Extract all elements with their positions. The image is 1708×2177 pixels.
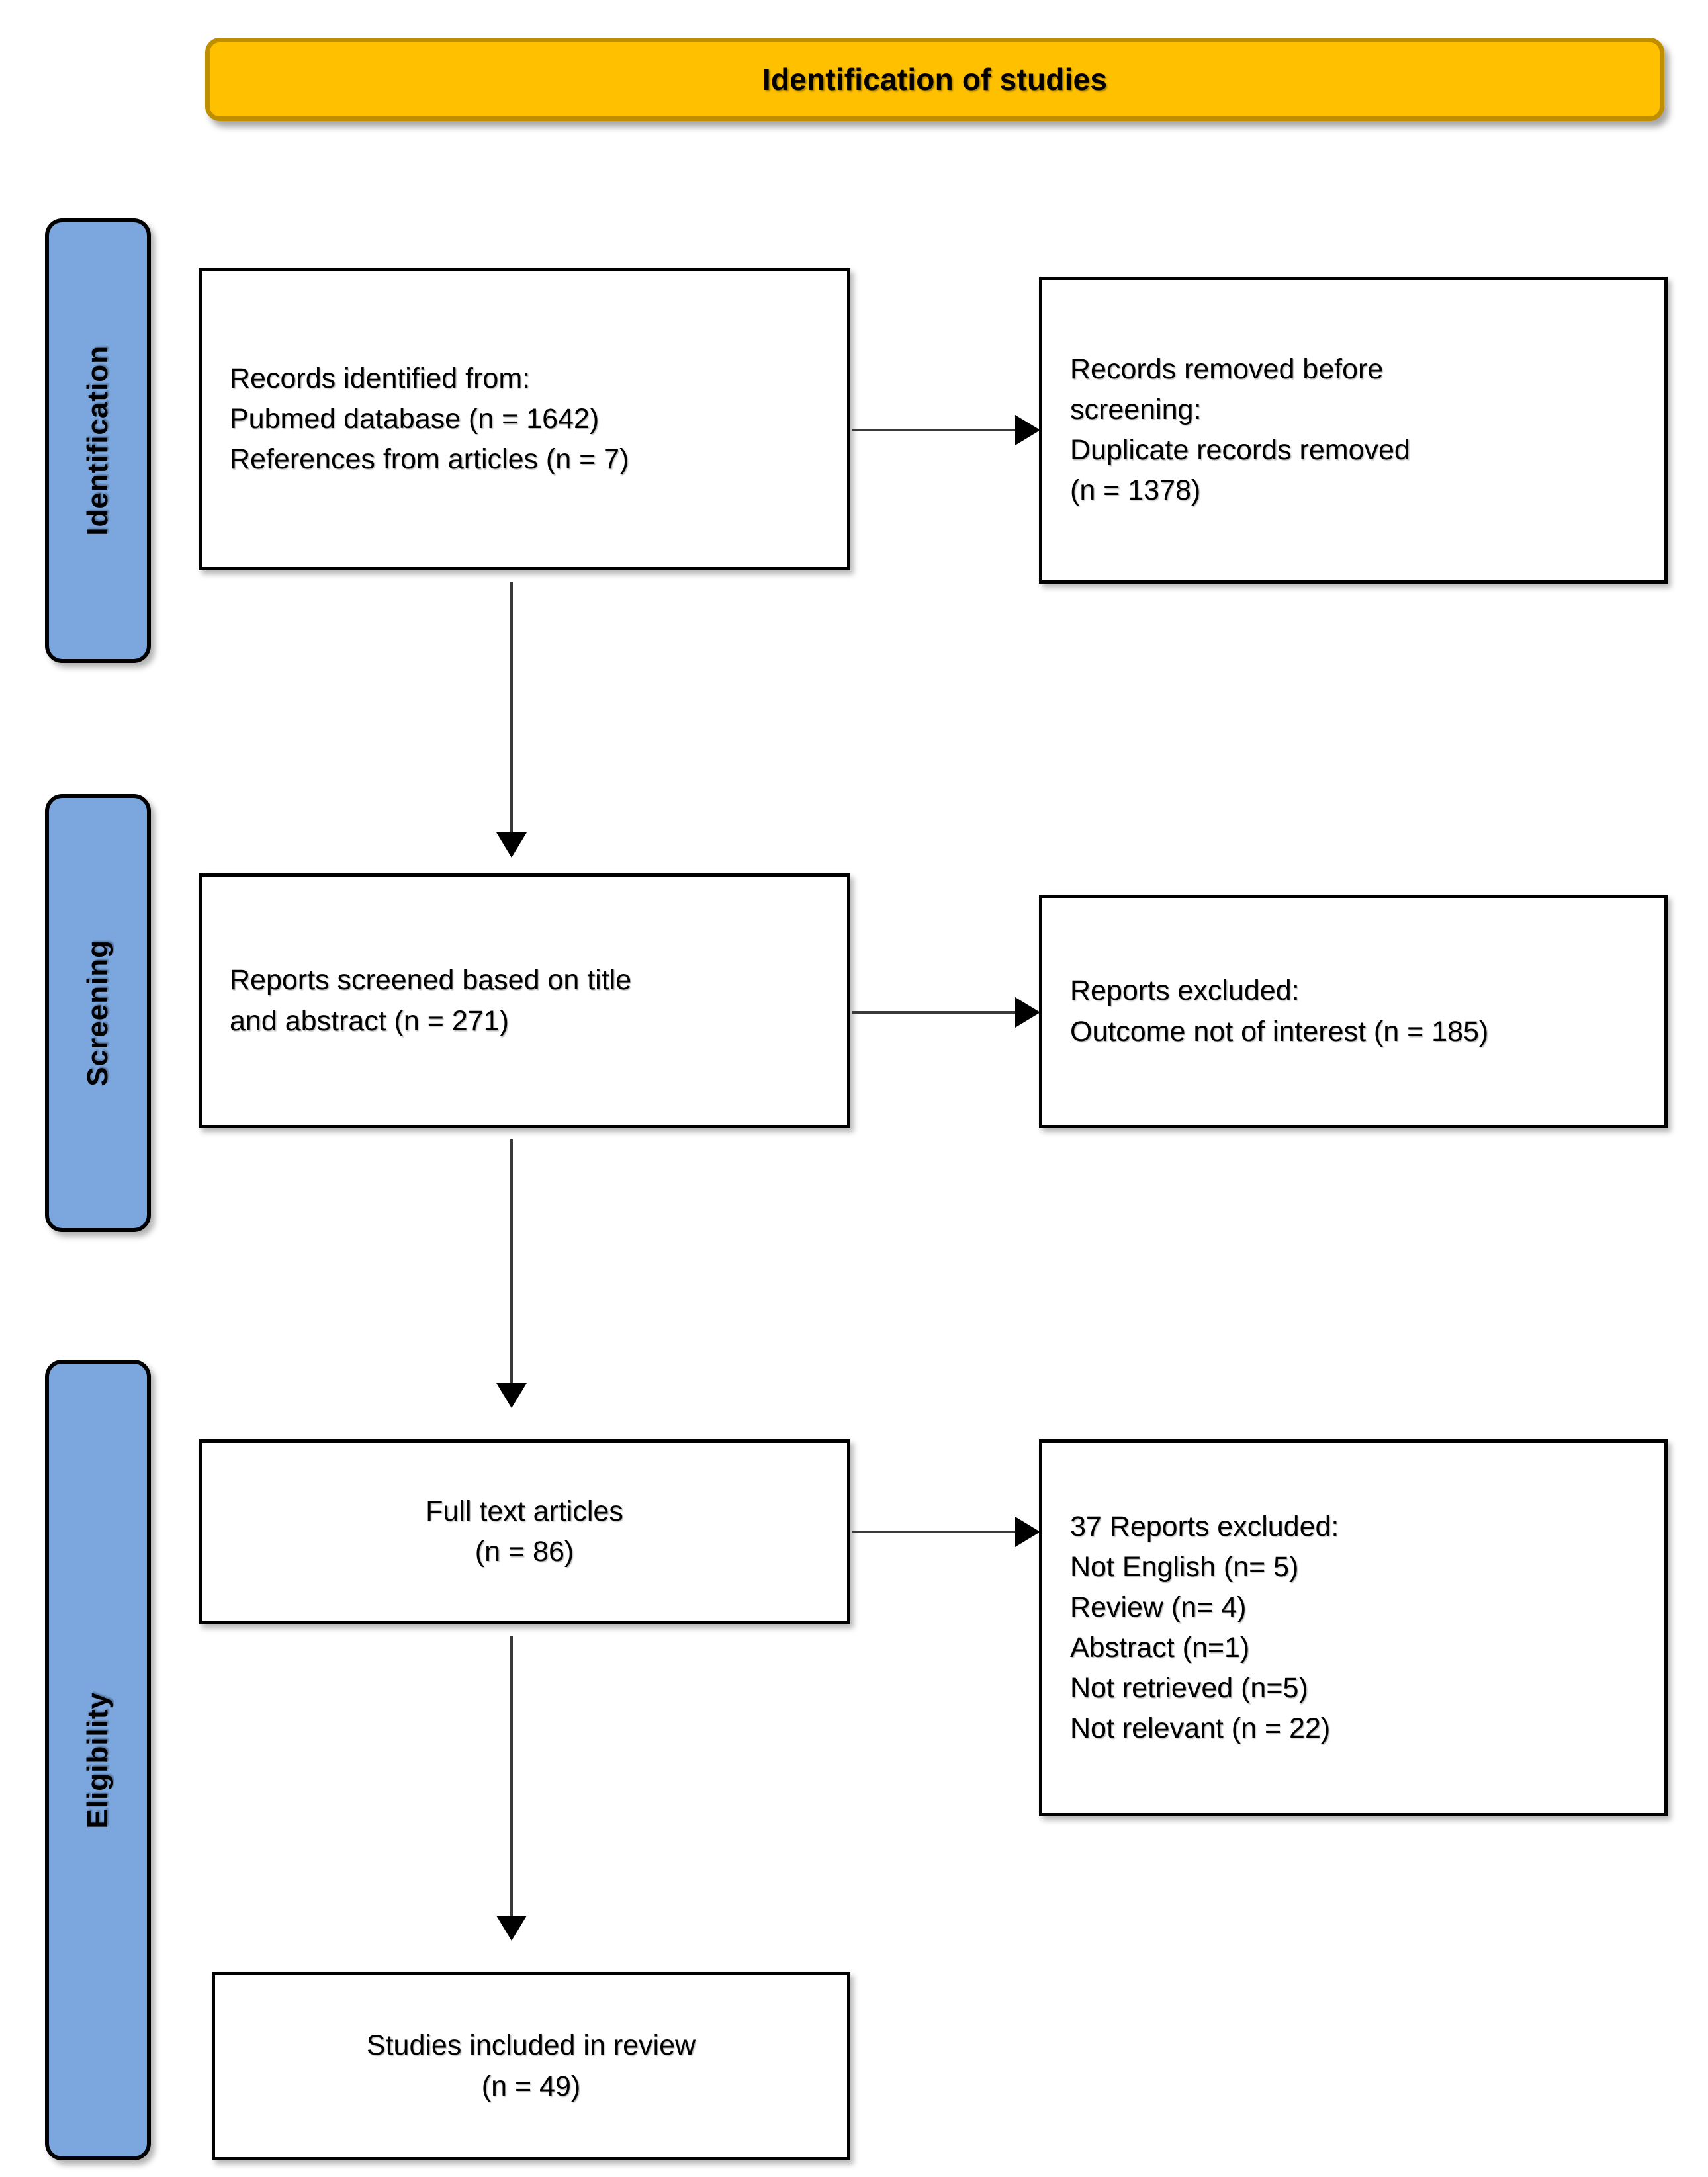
banner-title: Identification of studies	[762, 62, 1108, 97]
box-line: (n = 86)	[474, 1536, 574, 1568]
box-line: 37 Reports excluded:	[1070, 1510, 1339, 1542]
box-reports-excluded-full-text: 37 Reports excluded: Not English (n= 5) …	[1039, 1439, 1668, 1816]
box-line: Review (n= 4)	[1070, 1591, 1247, 1623]
box-records-identified: Records identified from: Pubmed database…	[199, 268, 850, 570]
stage-pill-eligibility: Eligibility	[45, 1360, 151, 2160]
box-reports-excluded-screening: Reports excluded: Outcome not of interes…	[1039, 895, 1668, 1128]
box-line: Pubmed database (n = 1642)	[230, 402, 600, 435]
stage-label-screening: Screening	[81, 940, 114, 1087]
connector-arrow-fulltext-to-included-head-icon	[496, 1916, 527, 1941]
box-line: Outcome not of interest (n = 185)	[1070, 1015, 1489, 1047]
stage-pill-identification: Identification	[45, 218, 151, 663]
connector-arrow-identified-to-removed-head-icon	[1015, 415, 1040, 445]
box-line: References from articles (n = 7)	[230, 443, 629, 476]
connector-arrow-screened-to-fulltext-line	[510, 1139, 513, 1384]
box-line: (n = 49)	[481, 2070, 581, 2102]
box-line: screening:	[1070, 393, 1202, 425]
box-line: Not retrieved (n=5)	[1070, 1672, 1308, 1705]
box-line: Records identified from:	[230, 362, 531, 394]
connector-arrow-identified-to-screened-line	[510, 582, 513, 834]
box-line: and abstract (n = 271)	[230, 1004, 509, 1037]
connector-arrow-fulltext-to-excluded-head-icon	[1015, 1517, 1040, 1547]
connector-arrow-identified-to-screened-head-icon	[496, 832, 527, 858]
box-line: Studies included in review	[366, 2029, 696, 2062]
box-line: Records removed before	[1070, 353, 1384, 385]
box-line: Duplicate records removed	[1070, 434, 1410, 466]
stage-pill-screening: Screening	[45, 794, 151, 1232]
connector-arrow-screened-to-excluded-line	[852, 1011, 1018, 1014]
box-full-text-articles: Full text articles (n = 86)	[199, 1439, 850, 1624]
box-line: Full text articles	[426, 1495, 623, 1527]
connector-arrow-identified-to-removed-line	[852, 429, 1018, 431]
box-line: (n = 1378)	[1070, 474, 1201, 507]
box-line: Not relevant (n = 22)	[1070, 1712, 1331, 1745]
identification-of-studies-banner: Identification of studies	[205, 38, 1664, 121]
box-reports-screened: Reports screened based on title and abst…	[199, 873, 850, 1128]
box-line: Reports screened based on title	[230, 964, 632, 997]
box-records-removed-before-screening: Records removed before screening: Duplic…	[1039, 277, 1668, 584]
stage-label-identification: Identification	[81, 345, 114, 536]
box-line: Reports excluded:	[1070, 975, 1300, 1007]
box-line: Not English (n= 5)	[1070, 1550, 1299, 1583]
connector-arrow-fulltext-to-excluded-line	[852, 1531, 1018, 1533]
box-line: Abstract (n=1)	[1070, 1632, 1250, 1664]
box-studies-included-in-review: Studies included in review (n = 49)	[212, 1972, 850, 2160]
stage-label-eligibility: Eligibility	[81, 1691, 114, 1829]
connector-arrow-screened-to-fulltext-head-icon	[496, 1383, 527, 1408]
connector-arrow-screened-to-excluded-head-icon	[1015, 997, 1040, 1028]
connector-arrow-fulltext-to-included-line	[510, 1636, 513, 1917]
